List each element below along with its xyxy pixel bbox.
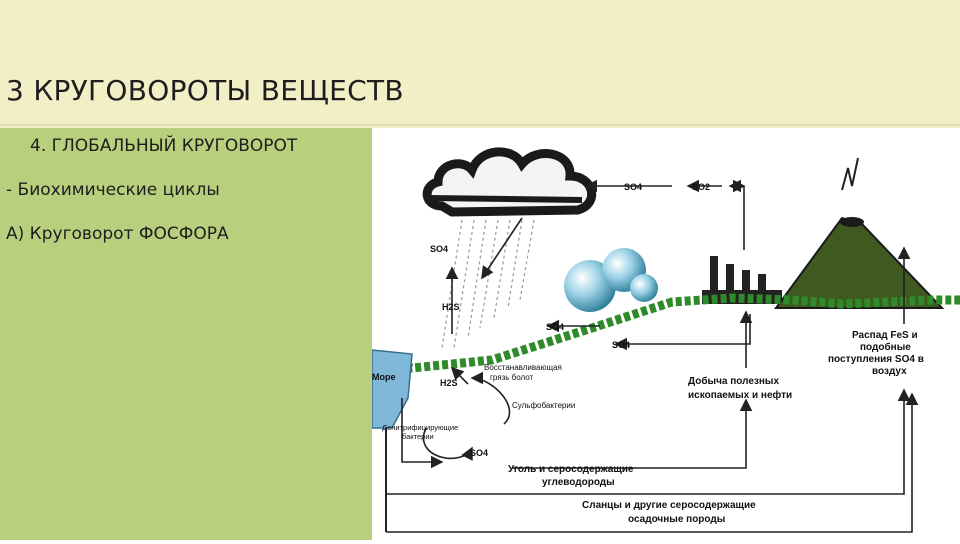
label-shale-1: Сланцы и другие серосодержащие bbox=[582, 500, 756, 511]
label-decay-3: поступления SO4 в bbox=[828, 354, 924, 365]
label-decay-1: Распад FeS и bbox=[852, 330, 918, 341]
arrow-bottom-coal bbox=[386, 388, 911, 495]
slide-subtitle: 4. ГЛОБАЛЬНЫЙ КРУГОВОРОТ bbox=[30, 136, 298, 156]
label-h2s-air: H2S bbox=[442, 302, 460, 312]
header-background bbox=[0, 0, 960, 128]
cloud-icon bbox=[422, 147, 597, 217]
label-so2-top: SO2 bbox=[692, 182, 710, 192]
label-mining-1: Добыча полезных bbox=[688, 375, 779, 387]
label-decay-2: подобные bbox=[860, 341, 911, 353]
label-so4-land: SO4 bbox=[612, 340, 630, 350]
arrow-bottom-shale bbox=[386, 392, 919, 533]
label-sulfobacteria: Сульфобактерии bbox=[512, 401, 575, 410]
label-so4-sea: SO4 bbox=[546, 322, 564, 332]
label-denitr-2: бактерии bbox=[402, 432, 434, 441]
subsection-text: А) Круговорот ФОСФОРА bbox=[6, 224, 229, 244]
label-so4-top: SO4 bbox=[624, 182, 642, 192]
arrow-cycle-left bbox=[422, 427, 473, 461]
label-sea: Море bbox=[372, 372, 396, 382]
arrow-h2s-low bbox=[450, 366, 469, 385]
flow-arrows bbox=[386, 179, 919, 533]
label-restoring-2: грязь болот bbox=[490, 373, 534, 382]
arrow-left-loop bbox=[401, 398, 444, 469]
label-so4-cycle: SO4 bbox=[470, 448, 488, 458]
arrow-so4-land bbox=[614, 314, 751, 351]
rain-icon bbox=[441, 219, 535, 349]
label-decay-4: воздух bbox=[872, 366, 907, 377]
sea-icon bbox=[371, 349, 413, 429]
label-shale-2: осадочные породы bbox=[628, 514, 725, 525]
label-denitr-1: Денитрифицирующие bbox=[382, 423, 458, 432]
sulfur-cycle-diagram: SO4 SO2 SO4 H2S SO4 SO4 Море H2S Восстан… bbox=[370, 128, 960, 540]
label-so4-rain: SO4 bbox=[430, 244, 448, 254]
label-h2s-low: H2S bbox=[440, 378, 458, 388]
arrow-cloud-down bbox=[481, 217, 523, 280]
label-coal-1: Уголь и серосодержащие bbox=[508, 464, 634, 475]
arrow-cycle-right bbox=[470, 371, 511, 425]
arrow-coal-mining bbox=[512, 398, 753, 469]
title-divider bbox=[0, 124, 960, 126]
volcano-icon bbox=[774, 157, 945, 309]
label-restoring-1: Восстанавливающая bbox=[484, 363, 562, 372]
grass-ground bbox=[370, 293, 960, 373]
label-coal-2: углеводороды bbox=[542, 477, 615, 488]
left-panel-background bbox=[0, 128, 372, 540]
bullet-text: - Биохимические циклы bbox=[6, 180, 220, 200]
bubbles-icon bbox=[564, 248, 658, 312]
slide-title: 3 КРУГОВОРОТЫ ВЕЩЕСТВ bbox=[6, 74, 404, 107]
diagram-svg: SO4 SO2 SO4 H2S SO4 SO4 Море H2S Восстан… bbox=[370, 147, 960, 533]
label-mining-2: ископаемых и нефти bbox=[688, 389, 792, 401]
